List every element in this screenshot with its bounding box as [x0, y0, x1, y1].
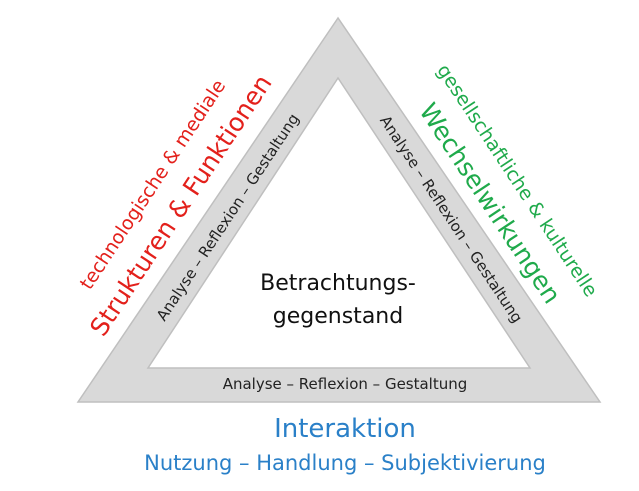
bottom-label-line1: Interaktion — [274, 414, 416, 444]
center-label-line1: Betrachtungs- — [260, 271, 416, 296]
bottom-band-label: Analyse – Reflexion – Gestaltung — [223, 375, 468, 393]
center-label-line2: gegenstand — [273, 304, 403, 329]
bottom-label-line2: Nutzung – Handlung – Subjektivierung — [144, 451, 546, 475]
inner-triangle — [146, 76, 532, 369]
